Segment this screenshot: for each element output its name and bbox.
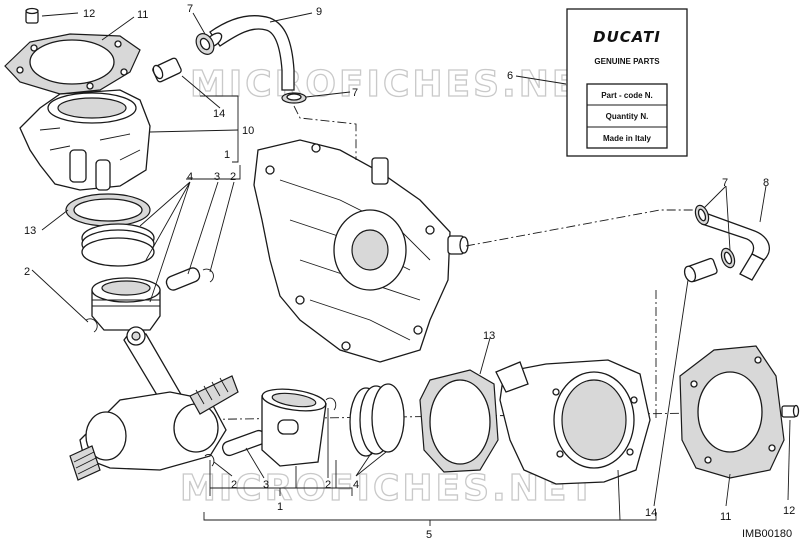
callout-3-bottom: 3 bbox=[263, 479, 269, 491]
callout-4-top: 4 bbox=[187, 171, 193, 183]
piston-rings-left bbox=[81, 223, 155, 267]
piston-pin-left bbox=[165, 267, 201, 291]
card-row-quantity: Quantity N. bbox=[606, 112, 649, 121]
callout-12-bottom: 12 bbox=[783, 505, 795, 517]
card-row-origin: Made in Italy bbox=[603, 134, 652, 143]
callout-3-top: 3 bbox=[214, 171, 220, 183]
piston-left bbox=[91, 277, 161, 331]
head-gasket-top bbox=[4, 33, 141, 95]
drawing-code: IMB00180 bbox=[742, 528, 792, 540]
callout-11-top: 11 bbox=[137, 9, 148, 21]
coolant-hose-right bbox=[701, 213, 770, 281]
hose-clamp-top bbox=[195, 33, 215, 55]
callout-2-top: 2 bbox=[230, 171, 236, 183]
coolant-fitting-right bbox=[683, 257, 718, 283]
hose-clamp-mid bbox=[281, 92, 307, 104]
assembly-line-right bbox=[465, 209, 700, 247]
card-row-part-code: Part - code N. bbox=[601, 91, 653, 100]
engine-cover bbox=[253, 139, 451, 363]
callout-14-bottom: 14 bbox=[645, 507, 657, 519]
callout-1-bottom: 1 bbox=[277, 501, 283, 513]
callout-7-top: 7 bbox=[187, 3, 193, 15]
brand-logo: DUCATI bbox=[593, 28, 661, 46]
cover-fitting bbox=[447, 235, 469, 255]
callout-7-mid: 7 bbox=[352, 87, 358, 99]
callout-7-right: 7 bbox=[722, 177, 728, 189]
dowel-pin-top bbox=[25, 7, 39, 24]
callout-5: 5 bbox=[426, 529, 432, 541]
callout-11-bottom: 11 bbox=[720, 511, 731, 523]
leader-lines bbox=[31, 12, 791, 526]
callout-12-top: 12 bbox=[83, 8, 95, 20]
callout-1-top: 1 bbox=[224, 149, 230, 161]
hose-clamp-right-1 bbox=[694, 204, 710, 226]
callout-6: 6 bbox=[507, 70, 513, 82]
watermark-bottom: MICROFICHES.NET bbox=[180, 468, 597, 509]
base-gasket-bottom bbox=[419, 369, 499, 473]
base-gasket-left bbox=[65, 193, 151, 227]
circlip-bottom-a bbox=[204, 454, 215, 467]
callout-14-top: 14 bbox=[213, 108, 225, 120]
card-subtitle: GENUINE PARTS bbox=[594, 57, 660, 66]
callout-13-left: 13 bbox=[24, 225, 36, 237]
watermark-top: MICROFICHES.NET bbox=[190, 64, 607, 105]
piston-rings-bottom bbox=[349, 383, 405, 457]
crankshaft bbox=[69, 375, 239, 481]
bracket-10 bbox=[232, 95, 239, 163]
callout-8: 8 bbox=[763, 177, 769, 189]
cylinder-barrel-top bbox=[19, 89, 151, 191]
assembly-line-top bbox=[293, 105, 357, 160]
dowel-pin-bottom bbox=[781, 404, 800, 418]
circlip-bottom-b bbox=[325, 397, 337, 411]
callout-2-left: 2 bbox=[24, 266, 30, 278]
callout-10: 10 bbox=[242, 125, 254, 137]
head-gasket-bottom bbox=[679, 345, 785, 479]
coolant-fitting-top bbox=[152, 57, 221, 109]
circlip-left-a bbox=[202, 268, 214, 283]
piston-pin-bottom bbox=[221, 429, 267, 457]
callout-2-bottom-b: 2 bbox=[325, 479, 331, 491]
hose-clamp-right-2 bbox=[720, 247, 736, 269]
cylinder-barrel-bottom bbox=[495, 359, 651, 485]
callout-13-mid: 13 bbox=[483, 330, 495, 342]
callout-4-bottom: 4 bbox=[353, 479, 359, 491]
genuine-parts-label: DUCATI GENUINE PARTS Part - code N. Quan… bbox=[566, 8, 688, 157]
callout-9: 9 bbox=[316, 6, 322, 18]
piston-bottom bbox=[261, 388, 327, 467]
circlip-left-b bbox=[85, 318, 98, 333]
callout-2-bottom-a: 2 bbox=[231, 479, 237, 491]
